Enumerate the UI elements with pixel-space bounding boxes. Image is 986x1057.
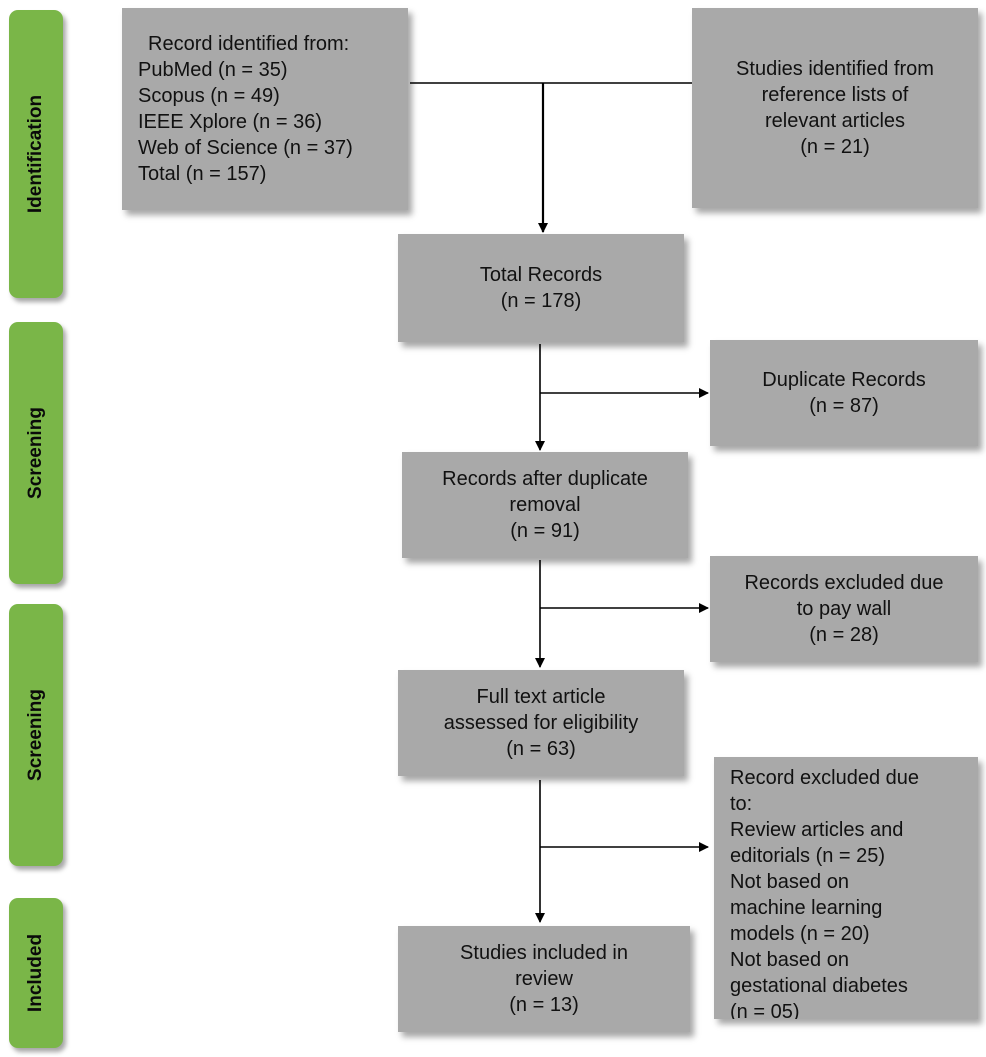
duplicates-line-1: Duplicate Records [762, 369, 926, 391]
databases-line-5: Total (n = 157) [138, 163, 267, 185]
fulltext-box: Full text article assessed for eligibili… [398, 670, 684, 776]
included-line-2: review [515, 968, 573, 990]
fulltext-line-3: (n = 63) [506, 738, 576, 760]
phase-screening-1: Screening [9, 322, 63, 584]
included-box: Studies included in review (n = 13) [398, 926, 690, 1032]
total-records-line-2: (n = 178) [500, 290, 582, 312]
after-duplicates-line-2: removal [509, 494, 581, 516]
excluded-line-8: Not based on [730, 949, 849, 971]
databases-heading: Record identified from: [148, 33, 350, 55]
duplicates-line-2: (n = 87) [809, 395, 879, 417]
fulltext-line-2: assessed for eligibility [443, 712, 639, 734]
phase-screening-2: Screening [9, 604, 63, 866]
excluded-line-3: Review articles and [730, 819, 904, 841]
references-line-1: Studies identified from [736, 58, 934, 80]
databases-line-1: PubMed (n = 35) [138, 59, 288, 81]
excluded-line-10: (n = 05) [730, 1001, 800, 1019]
included-line-3: (n = 13) [509, 994, 579, 1016]
paywall-line-2: to pay wall [796, 598, 892, 620]
excluded-line-4: editorials (n = 25) [730, 845, 886, 867]
paywall-line-3: (n = 28) [809, 624, 879, 646]
references-line-2: reference lists of [761, 84, 909, 106]
after-duplicates-line-1: Records after duplicate [442, 468, 648, 490]
total-records-box: Total Records (n = 178) [398, 234, 684, 342]
excluded-line-2: to: [730, 793, 753, 815]
after-duplicates-box: Records after duplicate removal (n = 91) [402, 452, 688, 558]
excluded-line-1: Record excluded due [730, 767, 920, 789]
excluded-line-6: machine learning [730, 897, 883, 919]
paywall-box: Records excluded due to pay wall (n = 28… [710, 556, 978, 662]
after-duplicates-line-3: (n = 91) [510, 520, 580, 542]
excluded-line-9: gestational diabetes [730, 975, 908, 997]
excluded-reasons-box: Record excluded due to: Review articles … [714, 757, 978, 1019]
references-line-4: (n = 21) [800, 136, 870, 158]
total-records-line-1: Total Records [479, 264, 603, 286]
phase-identification: Identification [9, 10, 63, 298]
duplicates-box: Duplicate Records (n = 87) [710, 340, 978, 446]
phase-included: Included [9, 898, 63, 1048]
databases-line-2: Scopus (n = 49) [138, 85, 280, 107]
excluded-line-7: models (n = 20) [730, 923, 870, 945]
included-line-1: Studies included in [460, 942, 628, 964]
excluded-line-5: Not based on [730, 871, 849, 893]
databases-box: Record identified from: PubMed (n = 35) … [122, 8, 408, 210]
paywall-line-1: Records excluded due [744, 572, 944, 594]
databases-line-4: Web of Science (n = 37) [138, 137, 353, 159]
fulltext-line-1: Full text article [476, 686, 606, 708]
references-box: Studies identified from reference lists … [692, 8, 978, 208]
references-line-3: relevant articles [764, 110, 906, 132]
databases-line-3: IEEE Xplore (n = 36) [138, 111, 322, 133]
